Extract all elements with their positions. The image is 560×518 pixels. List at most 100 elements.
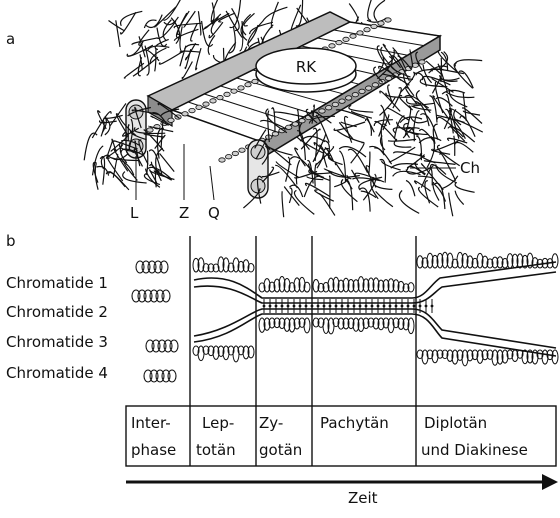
interphase-coil — [161, 289, 171, 303]
label-Ch: Ch — [460, 159, 480, 177]
chromatin-loop — [179, 26, 183, 54]
chromatin-loop — [405, 98, 422, 105]
central-element-dot — [424, 304, 428, 308]
chromatin-loop — [352, 279, 360, 293]
chromatin-loop — [222, 345, 230, 361]
chromatin-loop — [146, 150, 149, 176]
chromatin-loop — [298, 317, 306, 328]
chromatin-loop — [451, 258, 459, 269]
chromatin-loop — [258, 282, 266, 293]
bead — [328, 43, 336, 49]
chromatin-loop — [256, 175, 263, 204]
chromatin-loop — [373, 119, 393, 127]
bead — [230, 88, 238, 94]
chromatin-loop — [120, 10, 143, 27]
chromatin-loop — [399, 116, 423, 124]
chromatin-loop — [362, 173, 377, 201]
chromatin-loop — [425, 60, 443, 76]
chromatin-loop — [127, 106, 152, 117]
chromatin-loop — [240, 24, 248, 41]
chromatin-loop — [352, 317, 360, 332]
chromatin-loop — [317, 282, 325, 293]
chromatin-loop — [436, 114, 465, 123]
chromatin-loop — [428, 65, 448, 74]
bead — [238, 147, 246, 153]
central-element-dot — [364, 304, 368, 308]
chromatin-loop — [115, 20, 121, 48]
stage-zygotan-line1: Zy- — [259, 414, 283, 432]
chromatid-path — [193, 313, 557, 357]
chromatin-loop — [106, 157, 124, 182]
chromatin-loop — [511, 253, 519, 269]
chromatin-loop — [91, 145, 104, 176]
chromatid-3-label: Chromatide 3 — [6, 333, 108, 351]
chromatin-loop — [248, 21, 274, 35]
chromatin-loop — [403, 122, 410, 138]
stage-pachytan-line1: Pachytän — [320, 414, 389, 432]
chromatin-loop — [123, 62, 145, 79]
bead — [285, 124, 293, 130]
chromatin-loop — [229, 0, 242, 29]
chromatin-loop — [412, 110, 420, 134]
chromatin-loop — [131, 37, 158, 46]
chromatin-loop — [491, 256, 499, 269]
bead — [335, 40, 343, 46]
bead — [237, 85, 245, 91]
chromatin-loop — [419, 78, 448, 88]
bead — [363, 27, 371, 33]
central-element-dot — [280, 304, 284, 308]
chromatin-loop — [145, 14, 163, 29]
chromatin-loop — [334, 162, 353, 190]
chromatin-loop — [390, 163, 418, 169]
bead — [370, 23, 378, 30]
chromatin-loop — [373, 66, 384, 83]
interphase-coil — [141, 260, 151, 274]
chromatin-loop — [157, 102, 180, 119]
bead — [167, 117, 175, 123]
interphase-coil — [135, 260, 145, 274]
chromatin-loop — [408, 131, 429, 136]
chromatin-loop — [458, 70, 474, 89]
chromatin-loop — [91, 111, 112, 139]
chromatin-loop — [83, 132, 98, 161]
chromatin-loop — [133, 126, 166, 135]
chromatin-loop — [521, 349, 529, 365]
leader-Q — [209, 165, 215, 201]
chromatin-loop — [466, 349, 474, 362]
chromatin-loop — [303, 317, 311, 334]
bead — [231, 150, 239, 157]
chromatin-loop — [437, 50, 458, 73]
chromatin-loop — [183, 10, 196, 28]
chromatin-loop — [526, 349, 534, 364]
chromatin-loop — [405, 167, 432, 175]
chromatin-loop — [293, 277, 301, 293]
chromatin-loop — [407, 317, 415, 335]
central-element-dot — [268, 304, 272, 308]
chromatin-loop — [414, 100, 430, 127]
bead — [351, 92, 359, 98]
chromatin-loop — [382, 43, 402, 69]
chromatin-loop — [359, 187, 371, 212]
chromatin-loop — [432, 123, 438, 144]
chromatin-loop — [160, 108, 180, 117]
stage-table-border — [125, 405, 557, 467]
slab-side — [147, 94, 173, 128]
chromatin-loop — [426, 135, 436, 168]
bead — [291, 121, 299, 127]
chromatin-loop — [294, 147, 306, 167]
chromatin-loop — [421, 75, 451, 86]
bead — [418, 59, 426, 65]
bead — [271, 131, 279, 137]
chromatin-loop — [496, 256, 504, 269]
chromatin-loop — [407, 282, 415, 293]
central-element-dot — [340, 304, 344, 308]
chromatin-loop — [176, 12, 188, 35]
chromatin-loop — [437, 63, 448, 92]
chromatin-loop — [312, 279, 320, 293]
chromatin-loop — [170, 17, 181, 45]
chromatin-loop — [300, 128, 321, 150]
chromatin-loop — [201, 20, 214, 47]
bead — [325, 105, 333, 111]
